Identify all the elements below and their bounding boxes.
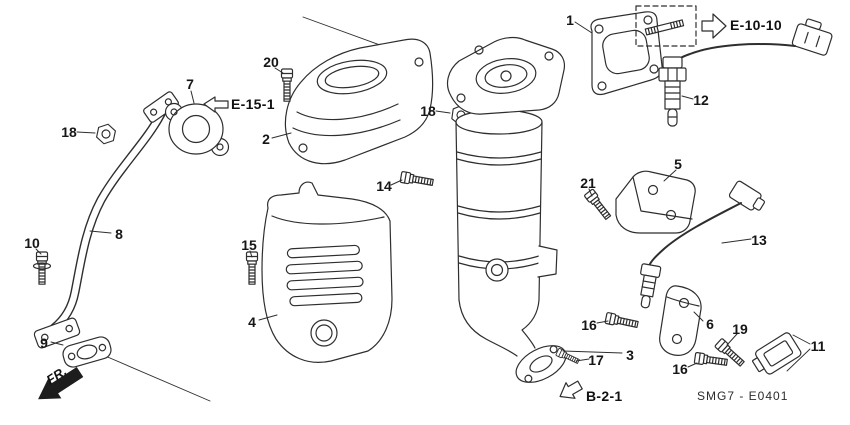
front-direction-arrow-icon	[38, 366, 84, 400]
ref-label-e-15-1: E-15-1	[231, 96, 275, 112]
ref-label-e-10-10: E-10-10	[730, 17, 782, 33]
e-15-1-arrow-icon	[203, 96, 229, 113]
b-2-1-arrow-icon	[559, 380, 583, 399]
diagram-part-code: SMG7 - E0401	[697, 389, 789, 403]
ref-label-b-2-1: B-2-1	[586, 388, 623, 404]
e-10-10-arrow-icon	[701, 13, 727, 39]
